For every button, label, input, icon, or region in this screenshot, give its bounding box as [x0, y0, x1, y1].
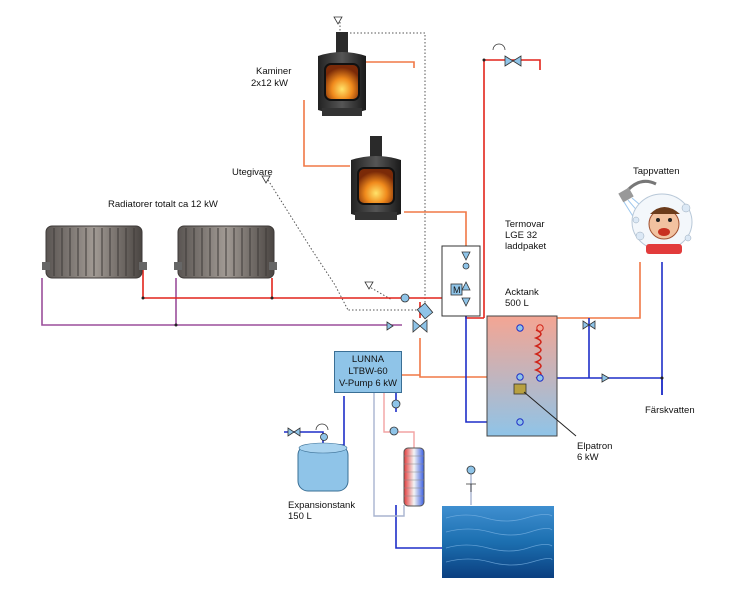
utegivare-label: Utegivare	[232, 167, 273, 178]
termovar-desc: laddpaket	[505, 241, 547, 252]
sensor-flag-icons	[261, 16, 374, 290]
termovar-unit	[441, 245, 481, 317]
heat-exchanger	[403, 447, 425, 507]
farskvatten-label: Färskvatten	[645, 405, 695, 416]
pump-icons	[320, 293, 476, 475]
motor-label: M	[453, 285, 461, 295]
expansion-volume: 150 L	[288, 511, 312, 522]
elpatron-power: 6 kW	[577, 452, 599, 463]
radiator-return-pipe	[41, 278, 402, 326]
lunna-model: LTBW-60	[348, 366, 388, 377]
expansion-tank	[297, 442, 349, 492]
valve-icons	[287, 55, 610, 437]
accumulator-tank	[486, 315, 577, 437]
sensor-wiring	[267, 22, 426, 311]
safety-valve-icons	[315, 43, 506, 492]
radiator-label: Radiatorer totalt ca 12 kW	[108, 199, 218, 210]
shower-person-icon	[618, 179, 693, 254]
acktank-volume: 500 L	[505, 298, 529, 309]
tappvatten-label: Tappvatten	[633, 166, 680, 177]
elpatron-title: Elpatron	[577, 441, 613, 452]
radiator-left	[42, 225, 147, 279]
lake-water	[442, 506, 554, 578]
kaminer-title: Kaminer	[256, 66, 292, 77]
lunna-name: LUNNA	[351, 354, 385, 365]
termovar-model: LGE 32	[505, 230, 538, 241]
expansion-title: Expansionstank	[288, 500, 356, 511]
stove-bottom	[351, 136, 401, 220]
lunna-power: V-Pump 6 kW	[338, 378, 398, 389]
kaminer-power: 2x12 kW	[251, 78, 288, 89]
termovar-title: Termovar	[505, 219, 545, 230]
stove-top	[318, 32, 366, 116]
radiator-right	[174, 225, 277, 279]
junction-dots	[141, 58, 664, 380]
acktank-title: Acktank	[505, 287, 539, 298]
lunna-heat-pump: LUNNA LTBW-60 V-Pump 6 kW	[334, 351, 402, 393]
